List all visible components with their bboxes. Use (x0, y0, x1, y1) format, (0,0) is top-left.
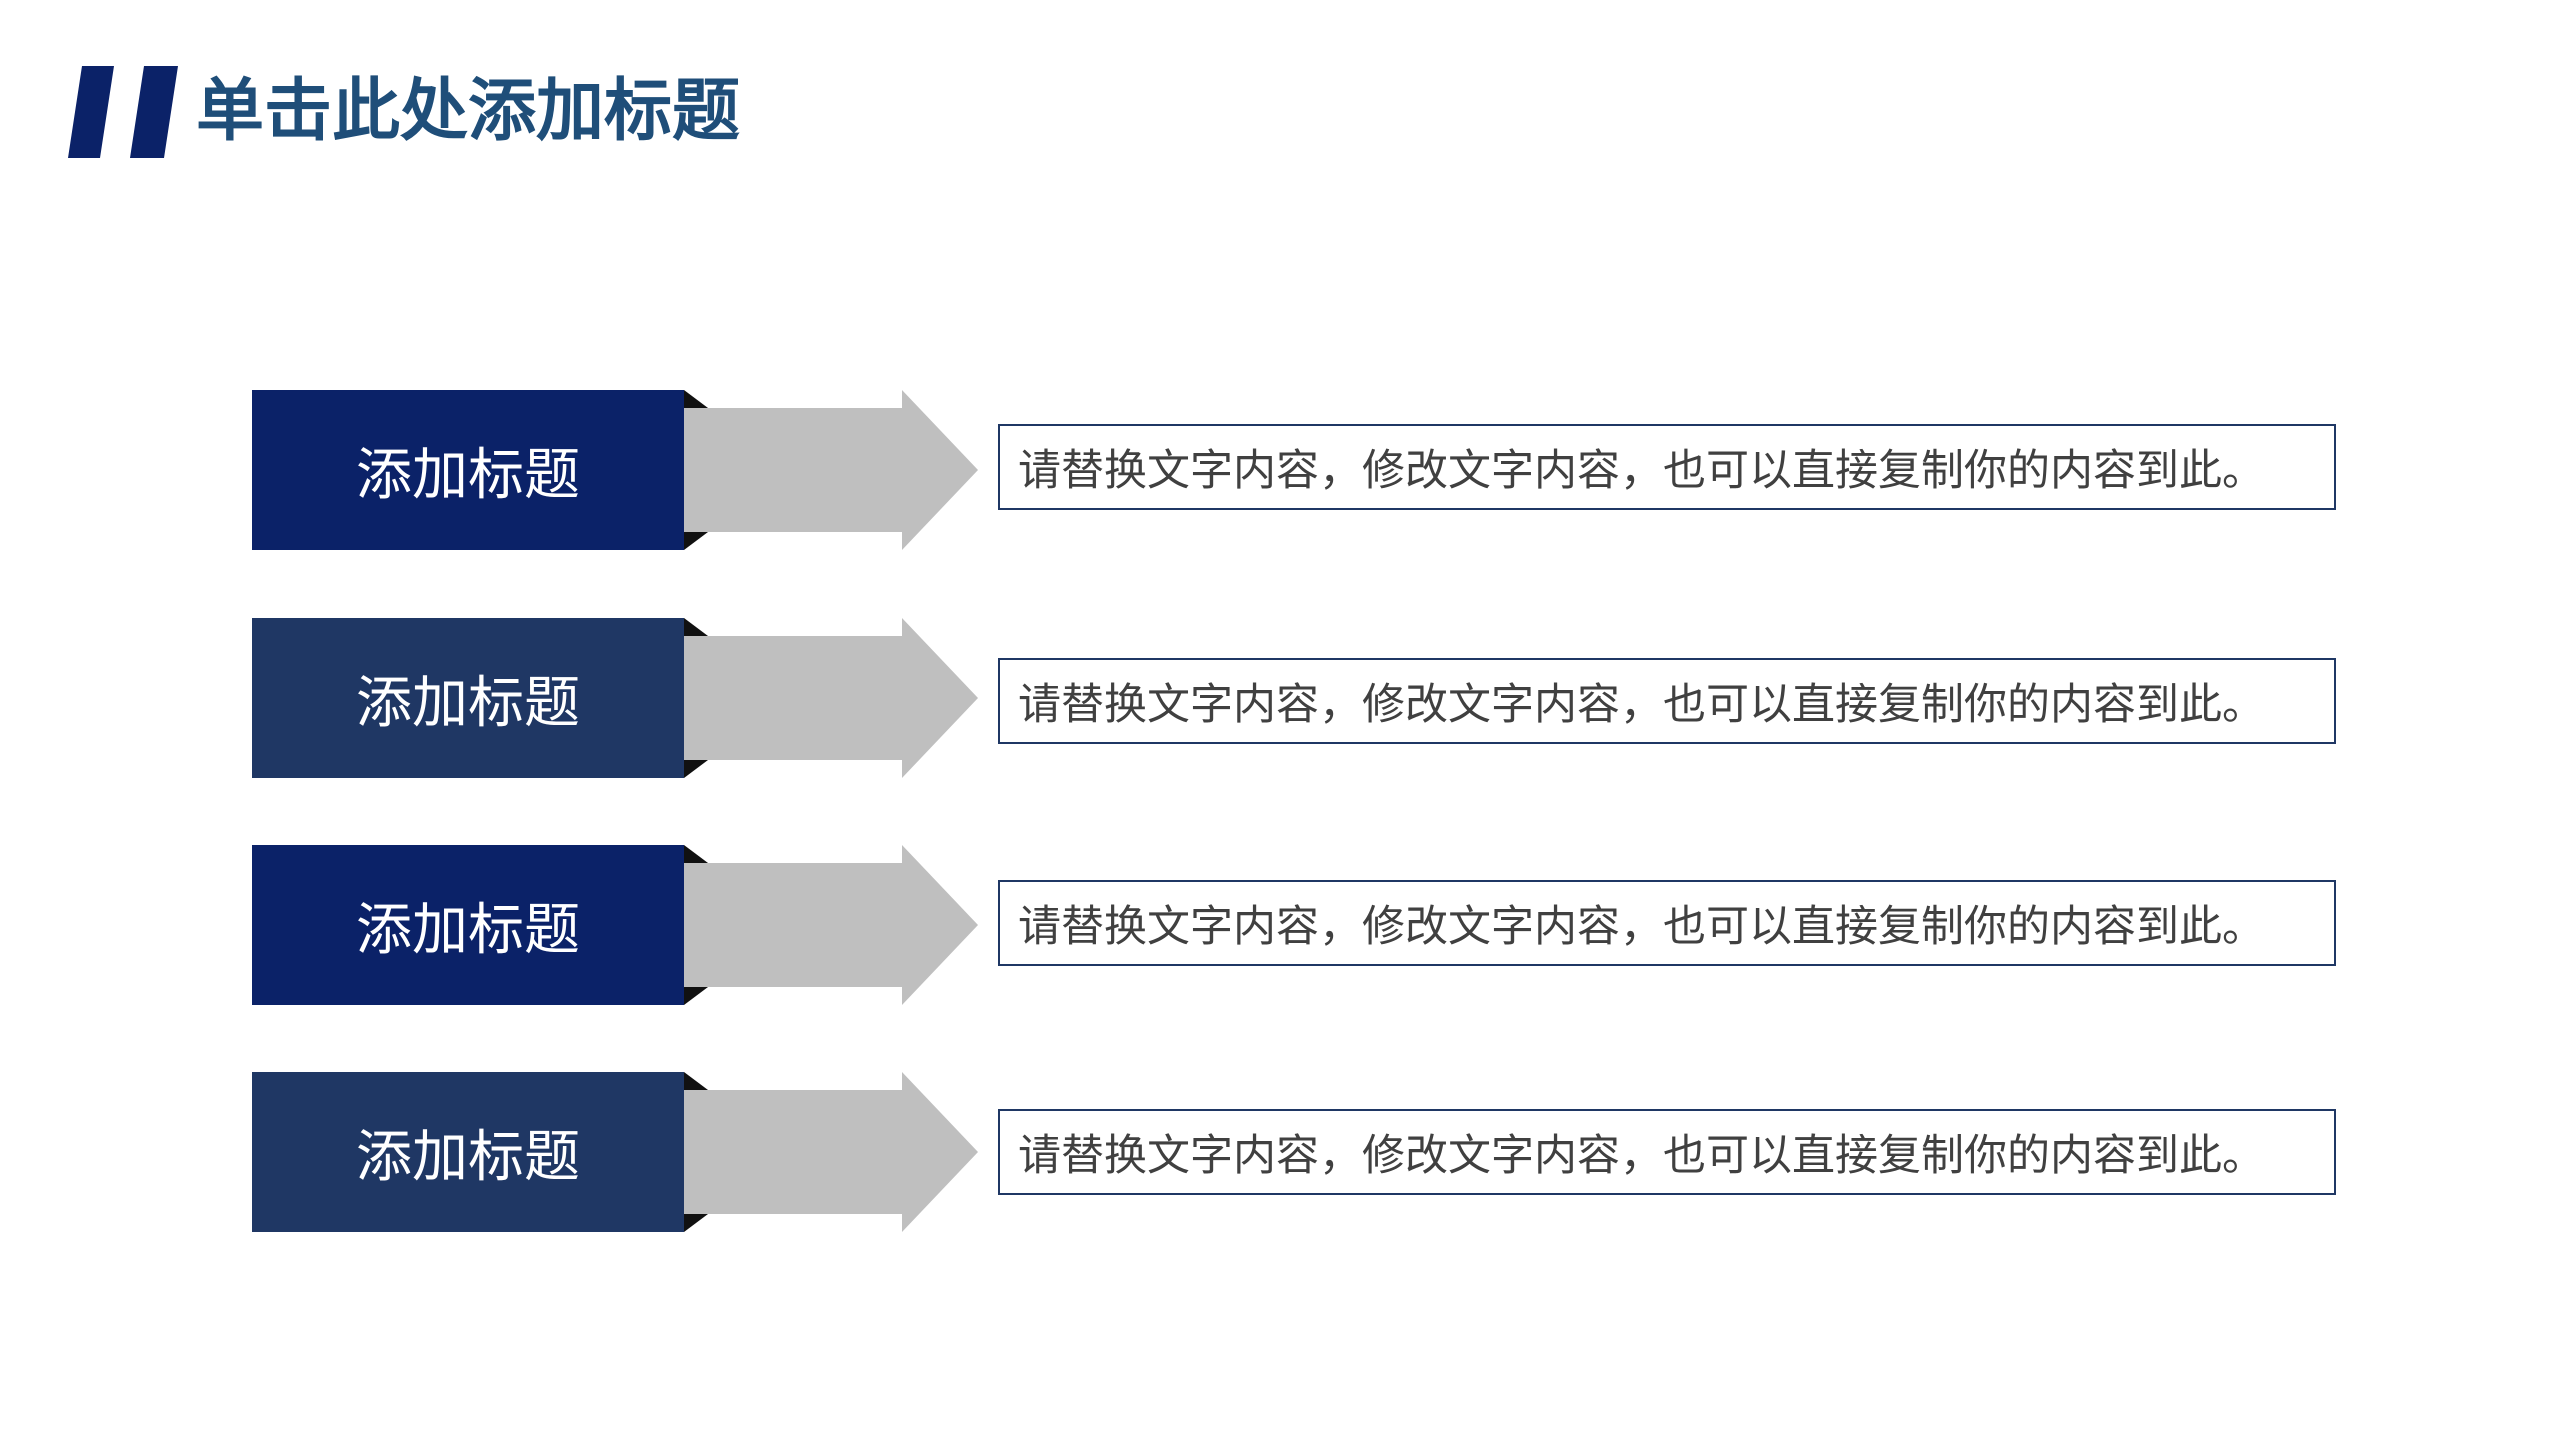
step-label-box[interactable]: 添加标题 (252, 845, 684, 1005)
description-text: 请替换文字内容，修改文字内容，也可以直接复制你的内容到此。 (1018, 1131, 2265, 1181)
slide-title[interactable]: 单击此处添加标题 (196, 72, 741, 151)
description-text: 请替换文字内容，修改文字内容，也可以直接复制你的内容到此。 (1018, 446, 2265, 496)
process-row: 添加标题 请替换文字内容，修改文字内容，也可以直接复制你的内容到此。 (0, 618, 2560, 778)
right-arrow-icon (684, 390, 978, 550)
description-text: 请替换文字内容，修改文字内容，也可以直接复制你的内容到此。 (1018, 902, 2265, 952)
step-label: 添加标题 (356, 1124, 580, 1190)
process-row: 添加标题 请替换文字内容，修改文字内容，也可以直接复制你的内容到此。 (0, 845, 2560, 1005)
title-slash-marks-icon (68, 66, 178, 158)
process-row: 添加标题 请替换文字内容，修改文字内容，也可以直接复制你的内容到此。 (0, 1072, 2560, 1232)
step-label-box[interactable]: 添加标题 (252, 390, 684, 550)
description-box[interactable]: 请替换文字内容，修改文字内容，也可以直接复制你的内容到此。 (998, 1109, 2336, 1195)
right-arrow-icon (684, 845, 978, 1005)
description-box[interactable]: 请替换文字内容，修改文字内容，也可以直接复制你的内容到此。 (998, 658, 2336, 744)
process-row: 添加标题 请替换文字内容，修改文字内容，也可以直接复制你的内容到此。 (0, 390, 2560, 550)
description-text: 请替换文字内容，修改文字内容，也可以直接复制你的内容到此。 (1018, 680, 2265, 730)
step-label: 添加标题 (356, 442, 580, 508)
description-box[interactable]: 请替换文字内容，修改文字内容，也可以直接复制你的内容到此。 (998, 424, 2336, 510)
right-arrow-icon (684, 1072, 978, 1232)
right-arrow-icon (684, 618, 978, 778)
step-label-box[interactable]: 添加标题 (252, 1072, 684, 1232)
step-label: 添加标题 (356, 670, 580, 736)
description-box[interactable]: 请替换文字内容，修改文字内容，也可以直接复制你的内容到此。 (998, 880, 2336, 966)
step-label: 添加标题 (356, 897, 580, 963)
step-label-box[interactable]: 添加标题 (252, 618, 684, 778)
